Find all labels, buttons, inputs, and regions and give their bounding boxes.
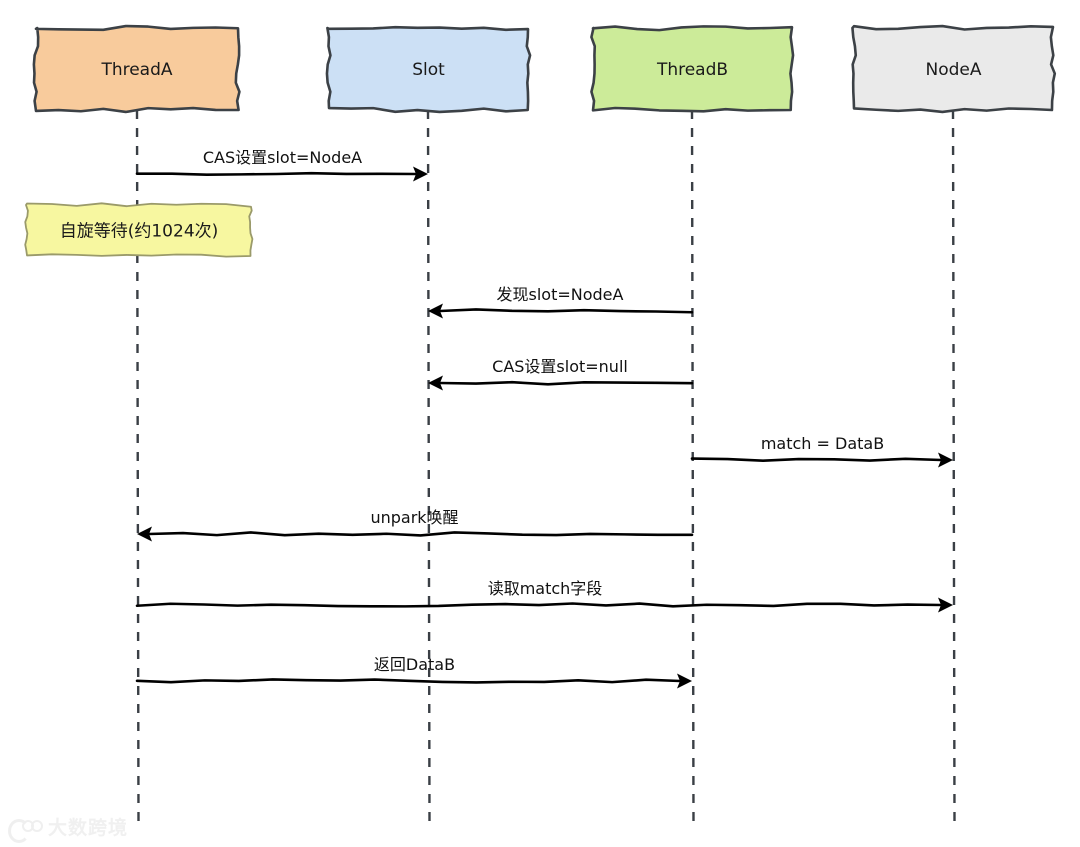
message-m6[interactable]: 读取match字段: [135, 579, 953, 613]
messages-group: CAS设置slot=NodeA 发现slot=NodeA CAS设置slot=nul…: [135, 148, 953, 689]
message-line-m7: [135, 678, 682, 684]
message-line-m2: [438, 308, 694, 314]
message-m1[interactable]: CAS设置slot=NodeA: [135, 148, 428, 182]
participant-box-slot: [325, 25, 532, 114]
participant-label-slot: Slot: [412, 60, 445, 80]
participant-box-threadB: [590, 25, 795, 113]
spin-wait-note-label: 自旋等待(约1024次): [60, 222, 219, 242]
message-arrowhead-m4: [938, 452, 953, 468]
participant-label-threadB: ThreadB: [656, 60, 728, 80]
message-m2[interactable]: 发现slot=NodeA: [428, 285, 694, 319]
message-m4[interactable]: match = DataB: [690, 434, 953, 468]
notes-group: 自旋等待(约1024次): [24, 202, 254, 258]
lifeline-nodeA: [951, 109, 956, 823]
message-m3[interactable]: CAS设置slot=null: [428, 357, 694, 391]
message-label-m5: unpark唤醒: [370, 508, 458, 527]
message-label-m1: CAS设置slot=NodeA: [203, 148, 362, 167]
message-arrowhead-m6: [938, 597, 953, 613]
message-m5[interactable]: unpark唤醒: [137, 508, 694, 542]
participant-threadB[interactable]: ThreadB: [590, 25, 795, 113]
message-label-m2: 发现slot=NodeA: [497, 285, 624, 304]
message-line-m6: [135, 602, 943, 608]
participant-boxes-group: ThreadA Slot ThreadB NodeA: [32, 24, 1057, 114]
message-arrowhead-m7: [677, 673, 692, 689]
spin-wait-note: 自旋等待(约1024次): [24, 202, 254, 258]
message-arrowhead-m1: [413, 166, 428, 182]
participant-slot[interactable]: Slot: [325, 25, 532, 114]
participant-box-nodeA: [851, 24, 1057, 114]
message-label-m4: match = DataB: [761, 434, 884, 453]
lifelines-group: [135, 109, 956, 823]
message-arrowhead-m5: [137, 526, 152, 542]
message-label-m6: 读取match字段: [488, 579, 603, 598]
spin-wait-note-shape: [24, 202, 254, 258]
message-arrowhead-m2: [428, 303, 443, 319]
lifeline-threadB: [690, 109, 695, 823]
participant-nodeA[interactable]: NodeA: [851, 24, 1057, 114]
message-line-m4: [690, 457, 943, 463]
message-line-m3: [438, 380, 694, 386]
participant-label-threadA: ThreadA: [100, 60, 172, 80]
participant-threadA[interactable]: ThreadA: [32, 24, 241, 114]
message-line-m5: [147, 531, 694, 537]
participant-label-nodeA: NodeA: [926, 60, 982, 80]
message-line-m1: [135, 171, 418, 176]
message-m7[interactable]: 返回DataB: [135, 655, 692, 689]
lifeline-slot: [426, 109, 431, 823]
participant-box-threadA: [32, 24, 241, 114]
message-label-m3: CAS设置slot=null: [492, 357, 628, 376]
message-arrowhead-m3: [428, 375, 443, 391]
message-label-m7: 返回DataB: [374, 655, 455, 674]
